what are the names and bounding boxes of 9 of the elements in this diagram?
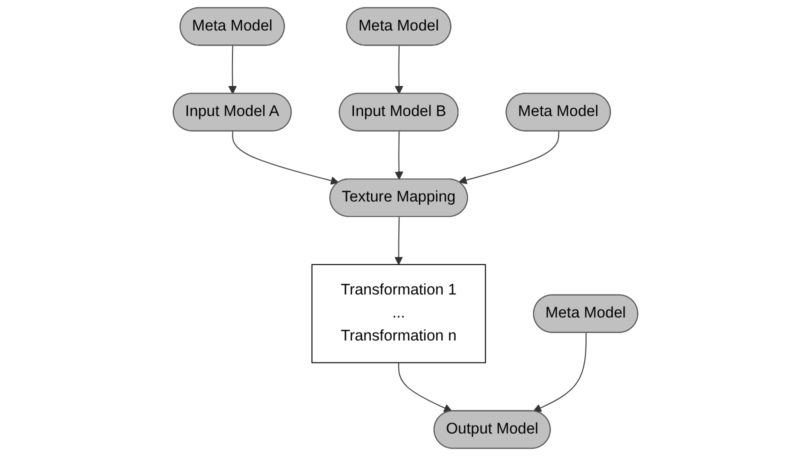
arrow <box>394 216 403 265</box>
arrow <box>394 130 404 180</box>
arrow <box>398 362 452 412</box>
arrow <box>232 130 340 185</box>
arrow <box>533 332 587 412</box>
arrow <box>394 45 404 94</box>
node-box: Transformation 1 ... Transformation n <box>311 264 486 364</box>
arrow <box>458 130 560 184</box>
arrow <box>228 45 237 94</box>
